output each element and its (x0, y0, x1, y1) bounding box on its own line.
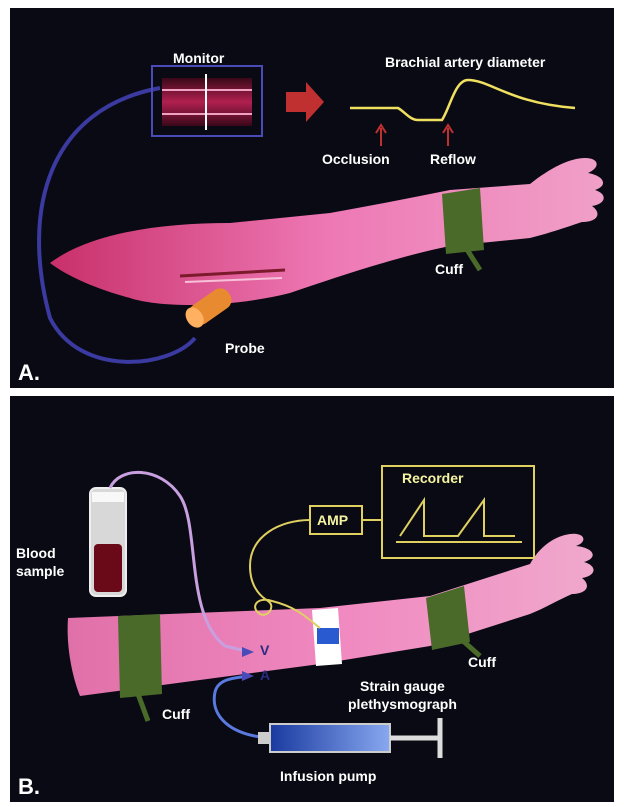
recorder-label: Recorder (402, 470, 463, 486)
panel-b-letter: B. (18, 774, 40, 800)
occlusion-label: Occlusion (322, 151, 390, 167)
big-arrow-icon (286, 82, 324, 122)
occlusion-arrow-icon (376, 125, 386, 146)
probe-label: Probe (225, 340, 265, 356)
cuff-right-label: Cuff (468, 654, 496, 670)
amp-label: AMP (317, 512, 348, 528)
strain-gauge-label: Strain gauge plethysmograph (348, 677, 457, 713)
panel-a: Monitor Brachial artery diameter Occlusi… (10, 8, 614, 388)
cuff-b-left (118, 614, 162, 698)
panel-a-letter: A. (18, 360, 40, 386)
arm-a (50, 158, 604, 305)
cuff-left-label: Cuff (162, 706, 190, 722)
panel-b: Blood sample AMP Recorder V A Cuff Cuff … (10, 396, 614, 802)
a-label: A (260, 667, 270, 683)
brachial-label: Brachial artery diameter (385, 54, 545, 70)
reflow-arrow-icon (443, 125, 453, 146)
infusion-pump-icon (258, 718, 440, 758)
infusion-line (214, 676, 272, 738)
diameter-trace (350, 80, 575, 120)
blood-sample-label: Blood sample (16, 544, 64, 580)
panel-b-drawing (10, 396, 614, 802)
cuff-label-a: Cuff (435, 261, 463, 277)
reflow-label: Reflow (430, 151, 476, 167)
monitor-label: Monitor (173, 50, 224, 66)
probe-cable (39, 88, 195, 362)
infusion-pump-label: Infusion pump (280, 768, 376, 784)
v-label: V (260, 642, 269, 658)
cuff-a (442, 188, 484, 254)
